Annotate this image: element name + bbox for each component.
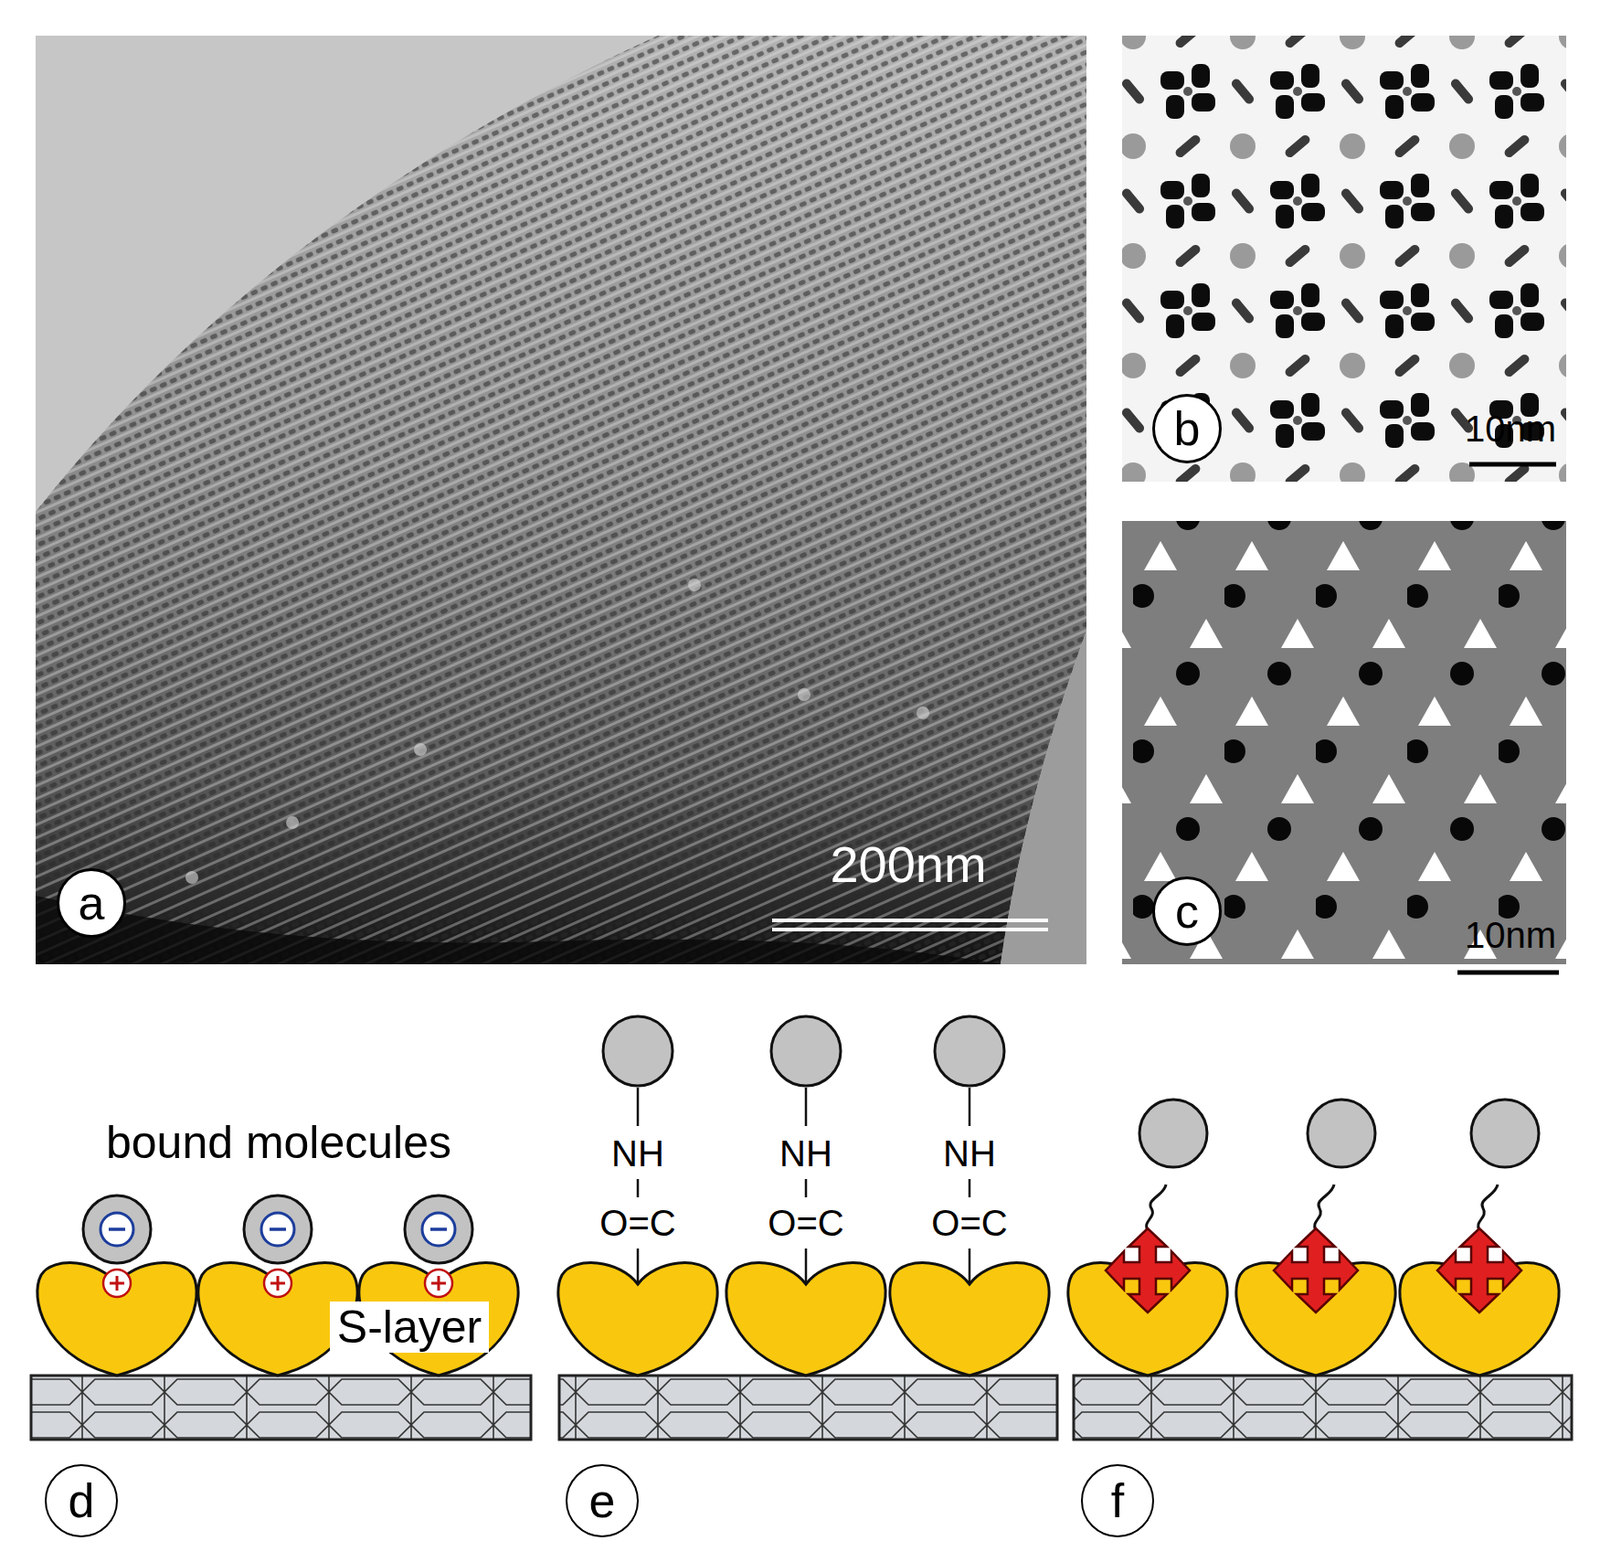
illustration-part: [286, 815, 299, 829]
tether-line: [1478, 1184, 1498, 1230]
lattice-c: [1122, 520, 1567, 965]
panel-letter-text: c: [1175, 887, 1199, 935]
bound-molecule: [771, 1016, 841, 1086]
bound-molecule: [934, 1016, 1005, 1086]
panel-letter: b: [1152, 393, 1222, 464]
bound-molecule: [1139, 1099, 1208, 1167]
chemical-group: NH: [779, 1133, 833, 1173]
illustration-part: [916, 706, 930, 720]
chemical-group: O=C: [767, 1203, 844, 1242]
bound-molecule: [243, 1195, 312, 1263]
negative-charge: [261, 1212, 295, 1246]
scale-bar: [1457, 970, 1559, 975]
chemical-group: NH: [943, 1133, 997, 1173]
bond-line: [805, 1087, 808, 1284]
panel-letter: f: [1080, 1463, 1155, 1537]
plus-sign: [270, 1275, 286, 1291]
micrograph-a: [35, 35, 1087, 965]
chemical-group: O=C: [599, 1203, 676, 1242]
negative-charge: [422, 1212, 456, 1246]
panel-letter: e: [565, 1463, 639, 1537]
panel-letter: c: [1152, 876, 1222, 946]
illustration-part: [35, 35, 1087, 965]
linker-cross: [1273, 1228, 1358, 1313]
scale-label: 10nm: [1464, 915, 1557, 954]
tether-line: [1314, 1184, 1335, 1230]
illustration-part: [772, 927, 1049, 932]
linker-cross: [1437, 1228, 1522, 1313]
s-layer-support: [559, 1375, 1058, 1440]
negative-charge: [100, 1212, 134, 1246]
s-layer-protein: [37, 1262, 197, 1376]
linker-cross: [1105, 1228, 1190, 1313]
illustration-part: [1000, 630, 1087, 965]
bound-molecule: [1471, 1099, 1539, 1167]
chemical-group: NH: [611, 1133, 665, 1173]
lattice-b: [1122, 35, 1567, 482]
illustration-part: [797, 688, 811, 701]
illustration-part: [688, 578, 701, 592]
bond-line: [968, 1087, 972, 1284]
panel-letter-text: f: [1111, 1476, 1124, 1525]
positive-charge: [103, 1269, 131, 1297]
panel-letter-text: e: [589, 1476, 616, 1525]
panel-letter: d: [44, 1463, 118, 1537]
illustration-part: [35, 35, 1087, 965]
positive-charge: [424, 1269, 453, 1297]
panel-letter-text: b: [1174, 404, 1201, 453]
plus-sign: [109, 1275, 125, 1291]
bound-molecule: [83, 1195, 151, 1263]
minus-sign: [108, 1227, 126, 1231]
chemical-group: O=C: [931, 1203, 1007, 1242]
scale-label: 10nm: [1464, 409, 1557, 448]
bound-molecule: [603, 1016, 673, 1086]
scale-bar: [1469, 462, 1557, 467]
tether-line: [1146, 1184, 1166, 1230]
illustration-part: [35, 35, 1087, 965]
minus-sign: [269, 1227, 287, 1231]
illustration-part: [185, 870, 199, 884]
bound-molecule: [1307, 1099, 1376, 1167]
scale-label: 200nm: [829, 837, 986, 892]
panel-letter-text: a: [78, 879, 106, 927]
positive-charge: [264, 1269, 292, 1297]
illustration-part: [413, 742, 427, 756]
minus-sign: [430, 1227, 447, 1231]
s-layer-support: [1073, 1375, 1572, 1440]
bond-line: [636, 1087, 640, 1284]
legend-label: bound molecules: [105, 1118, 452, 1167]
part-label: S-layer: [329, 1301, 489, 1354]
s-layer-support: [31, 1375, 531, 1440]
panel-letter-text: d: [68, 1476, 96, 1525]
plus-sign: [431, 1275, 446, 1291]
illustration-part: [772, 918, 1049, 922]
bound-molecule: [404, 1195, 473, 1263]
panel-letter: a: [56, 868, 127, 938]
